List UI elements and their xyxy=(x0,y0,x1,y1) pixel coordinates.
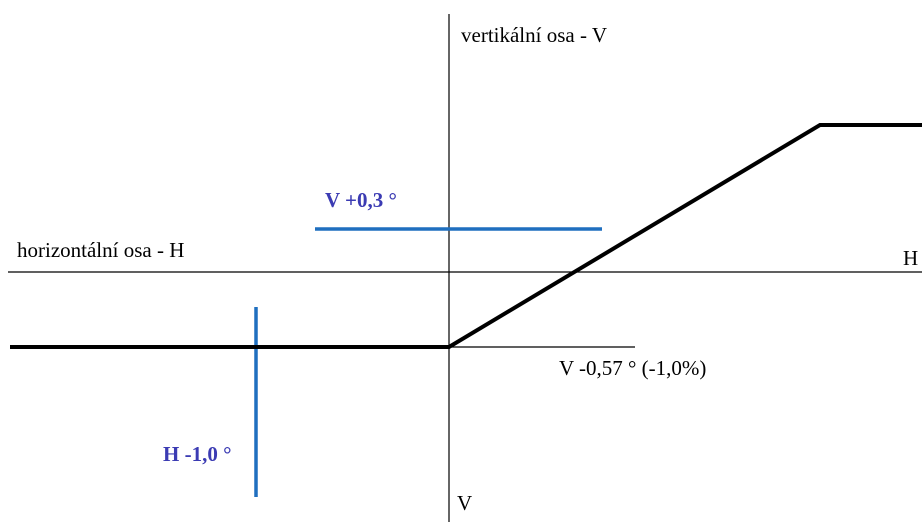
v-axis-end-label: V xyxy=(457,491,472,515)
horizontal-axis-label: horizontální osa - H xyxy=(17,238,184,262)
vertical-axis-label: vertikální osa - V xyxy=(461,23,607,47)
cutoff-line xyxy=(10,123,922,349)
h-minus-label: H -1,0 ° xyxy=(163,442,231,466)
v-plus-label: V +0,3 ° xyxy=(325,188,397,212)
h-axis-end-label: H xyxy=(903,246,918,270)
v-minus-label: V -0,57 ° (-1,0%) xyxy=(559,356,706,380)
